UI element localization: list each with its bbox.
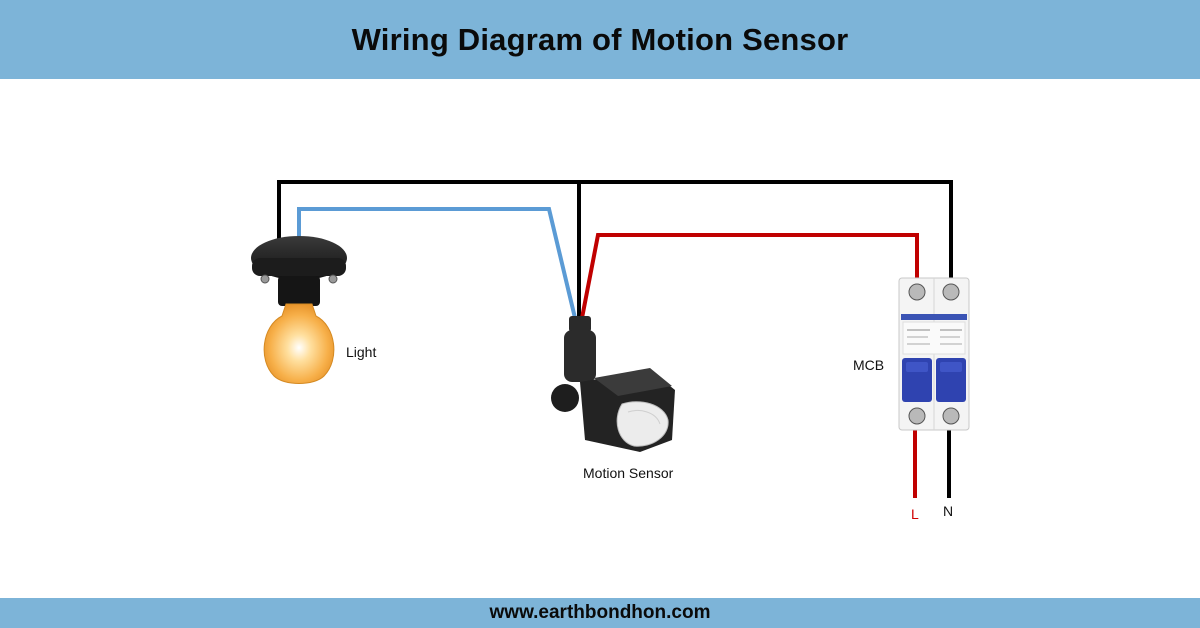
light-label: Light: [346, 344, 376, 360]
website-link[interactable]: www.earthbondhon.com: [489, 602, 711, 623]
terminal-screw-bottom-right-icon: [942, 407, 960, 425]
live-label: L: [911, 506, 919, 522]
page-title: Wiring Diagram of Motion Sensor: [351, 21, 849, 57]
sensor-pivot-icon: [551, 384, 579, 412]
mcb-label: MCB: [853, 357, 884, 373]
holder-base: [252, 258, 346, 276]
switched-live-wire: [297, 207, 577, 319]
mcb-toggle-right-highlight: [940, 362, 962, 372]
light-bulb-icon: [263, 303, 335, 384]
sensor-neck: [564, 330, 596, 382]
lamp-socket: [278, 276, 320, 306]
motion-sensor-label: Motion Sensor: [583, 465, 674, 481]
pir-lens-detail: [627, 410, 661, 425]
mcb-info-strip: [901, 314, 967, 320]
neutral-label: N: [943, 503, 953, 519]
terminal-screw-top-right-icon: [942, 283, 960, 301]
neutral-wire: [277, 180, 953, 285]
sensor-cable-gland: [569, 316, 591, 332]
motion-sensor-device: Motion Sensor: [551, 316, 675, 481]
screw-right-icon: [328, 274, 338, 284]
mcb-toggle-left-highlight: [906, 362, 928, 372]
screw-left-icon: [260, 274, 270, 284]
terminal-screw-bottom-left-icon: [908, 407, 926, 425]
terminal-screw-top-left-icon: [908, 283, 926, 301]
mcb-device: MCB: [853, 277, 970, 431]
footer-banner: www.earthbondhon.com: [0, 598, 1200, 628]
mcb-info-panel: [902, 321, 966, 355]
pir-lens-icon: [616, 401, 669, 447]
light-fixture: Light: [251, 236, 376, 384]
title-banner: Wiring Diagram of Motion Sensor: [0, 0, 1200, 79]
sensor-top: [594, 368, 672, 396]
live-wire: [580, 233, 919, 319]
wires: [277, 180, 953, 498]
